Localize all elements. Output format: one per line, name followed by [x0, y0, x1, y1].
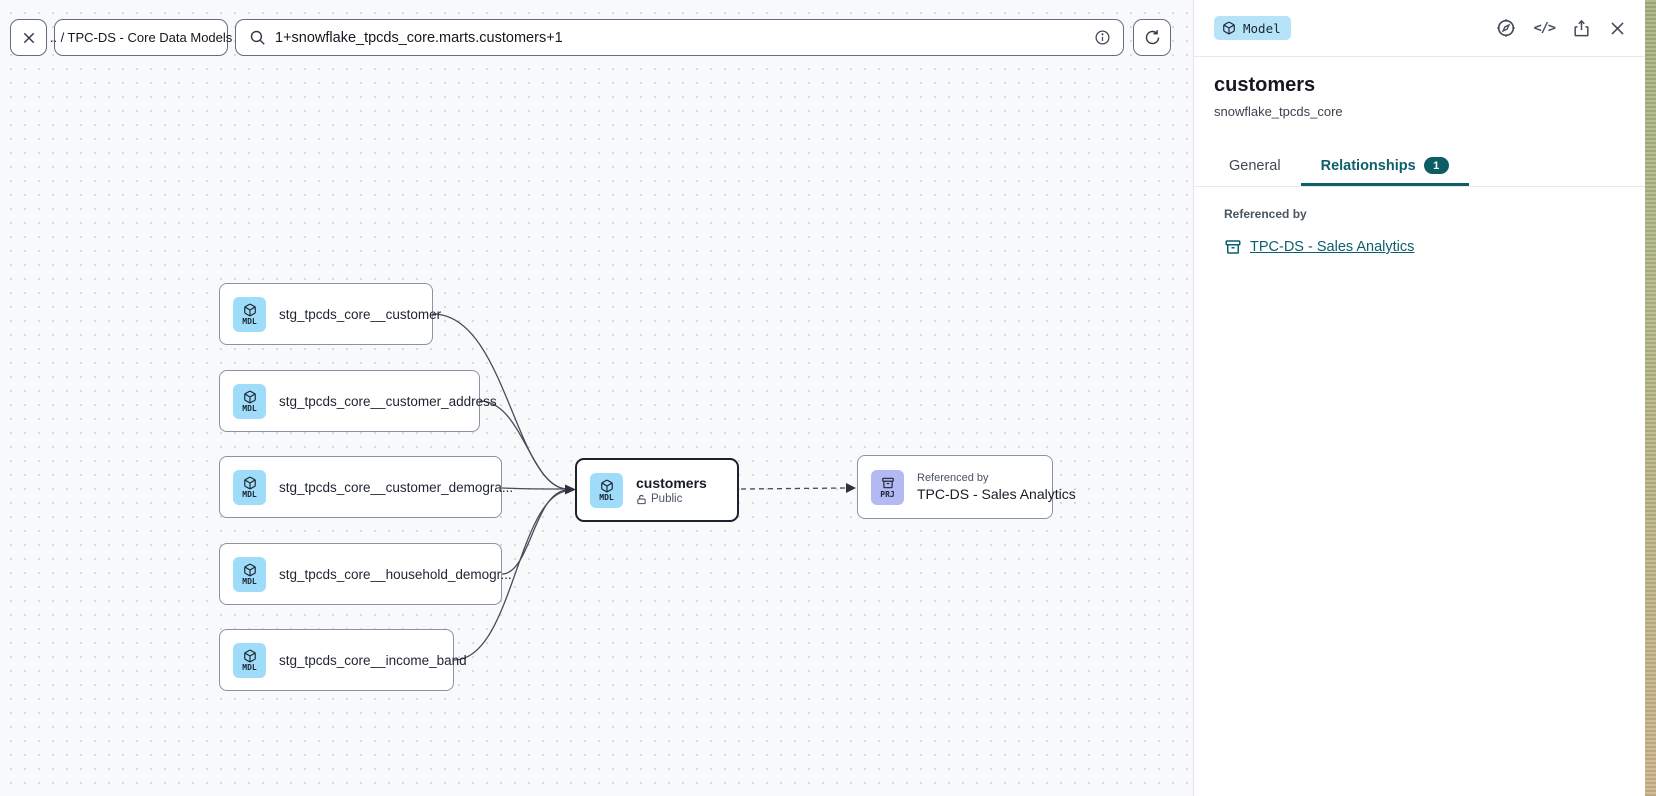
tab-relationships[interactable]: Relationships 1 [1300, 146, 1469, 186]
cube-icon [1223, 21, 1235, 35]
lineage-edges [432, 313, 856, 661]
cube-icon [243, 649, 256, 662]
edge-household-demographics [501, 489, 567, 575]
referenced-by-label: Referenced by [1224, 207, 1307, 221]
tab-general[interactable]: General [1209, 146, 1301, 186]
chip-type-label: MDL [242, 662, 257, 672]
breadcrumb[interactable]: .. / TPC-DS - Core Data Models [50, 19, 232, 56]
node-access-label: Public [651, 493, 683, 505]
compass-icon [1496, 19, 1515, 37]
page-title: customers [1214, 74, 1316, 96]
panel-header: Model </> [1194, 0, 1645, 57]
project-chip: PRJ [871, 469, 904, 505]
cube-icon [600, 479, 613, 492]
explore-compass-button[interactable] [1495, 17, 1517, 39]
node-project-sales-analytics[interactable]: PRJ Referenced by TPC-DS - Sales Analyti… [857, 455, 1076, 519]
view-code-button[interactable]: </> [1533, 20, 1556, 36]
relationships-count-badge: 1 [1423, 157, 1449, 174]
breadcrumb-label: .. / TPC-DS - Core Data Models [49, 30, 233, 45]
lineage-selector[interactable] [235, 19, 1124, 56]
tab-relationships-label: Relationships [1320, 157, 1416, 174]
chip-type-label: MDL [242, 489, 257, 499]
lineage-canvas[interactable]: MDL stg_tpcds_core__customer MDL stg_tpc… [0, 0, 1193, 796]
model-chip: MDL [233, 296, 266, 332]
edge-referenced-by [740, 487, 849, 490]
referenced-by-project-link[interactable]: TPC-DS - Sales Analytics [1250, 239, 1415, 255]
info-icon[interactable] [1094, 29, 1111, 46]
node-caption: Referenced by [917, 472, 989, 484]
node-title: customers [636, 475, 707, 491]
node-stg-income-band[interactable]: MDL stg_tpcds_core__income_band [219, 629, 467, 691]
desktop-background-strip [1645, 0, 1656, 796]
node-label: stg_tpcds_core__income_band [279, 652, 467, 668]
project-archive-icon [1225, 240, 1241, 254]
resource-type-label: Model [1243, 20, 1281, 36]
cube-icon [243, 476, 256, 489]
unlock-icon [637, 494, 646, 504]
chip-type-label: PRJ [880, 489, 895, 499]
node-stg-customer-demographics[interactable]: MDL stg_tpcds_core__customer_demogra... [219, 456, 513, 518]
cube-icon [243, 390, 256, 403]
node-stg-customer[interactable]: MDL stg_tpcds_core__customer [219, 283, 441, 345]
share-button[interactable] [1572, 19, 1591, 38]
node-title: TPC-DS - Sales Analytics [917, 486, 1076, 502]
tab-general-label: General [1229, 157, 1281, 174]
chip-type-label: MDL [242, 403, 257, 413]
archive-icon [881, 477, 894, 488]
node-label: stg_tpcds_core__customer [279, 306, 442, 322]
panel-tabs: General Relationships 1 [1194, 146, 1645, 187]
package-name: snowflake_tpcds_core [1214, 104, 1343, 119]
share-icon [1574, 19, 1589, 36]
node-label: stg_tpcds_core__household_demogr... [279, 566, 512, 582]
refresh-lineage-button[interactable] [1133, 19, 1171, 56]
node-access-row: Public [636, 493, 707, 505]
close-icon [23, 32, 34, 43]
model-chip: MDL [590, 472, 623, 508]
chip-type-label: MDL [599, 492, 614, 502]
chip-type-label: MDL [242, 576, 257, 586]
node-customers-selected[interactable]: MDL customers Public [575, 458, 739, 522]
model-chip: MDL [233, 642, 266, 678]
model-chip: MDL [233, 383, 266, 419]
node-label: stg_tpcds_core__customer_address [279, 393, 497, 409]
search-input[interactable] [275, 29, 1085, 46]
node-stg-household-demographics[interactable]: MDL stg_tpcds_core__household_demogr... [219, 543, 512, 605]
model-chip: MDL [233, 469, 266, 505]
details-panel: Model </> customers snowflake_tpcds_core… [1193, 0, 1645, 796]
code-icon: </> [1533, 20, 1556, 36]
close-lineage-button[interactable] [10, 19, 47, 56]
refresh-icon [1145, 30, 1159, 45]
close-icon [1611, 21, 1624, 35]
cube-icon [243, 563, 256, 576]
model-chip: MDL [233, 556, 266, 592]
edge-arrowhead-out [846, 483, 856, 493]
referenced-by-section: Referenced by TPC-DS - Sales Analytics [1194, 187, 1645, 256]
chip-type-label: MDL [242, 316, 257, 326]
resource-type-badge: Model [1214, 16, 1291, 40]
search-icon [250, 30, 265, 45]
close-panel-button[interactable] [1608, 19, 1627, 38]
cube-icon [243, 303, 256, 316]
node-stg-customer-address[interactable]: MDL stg_tpcds_core__customer_address [219, 370, 497, 432]
node-label: stg_tpcds_core__customer_demogra... [279, 479, 514, 495]
